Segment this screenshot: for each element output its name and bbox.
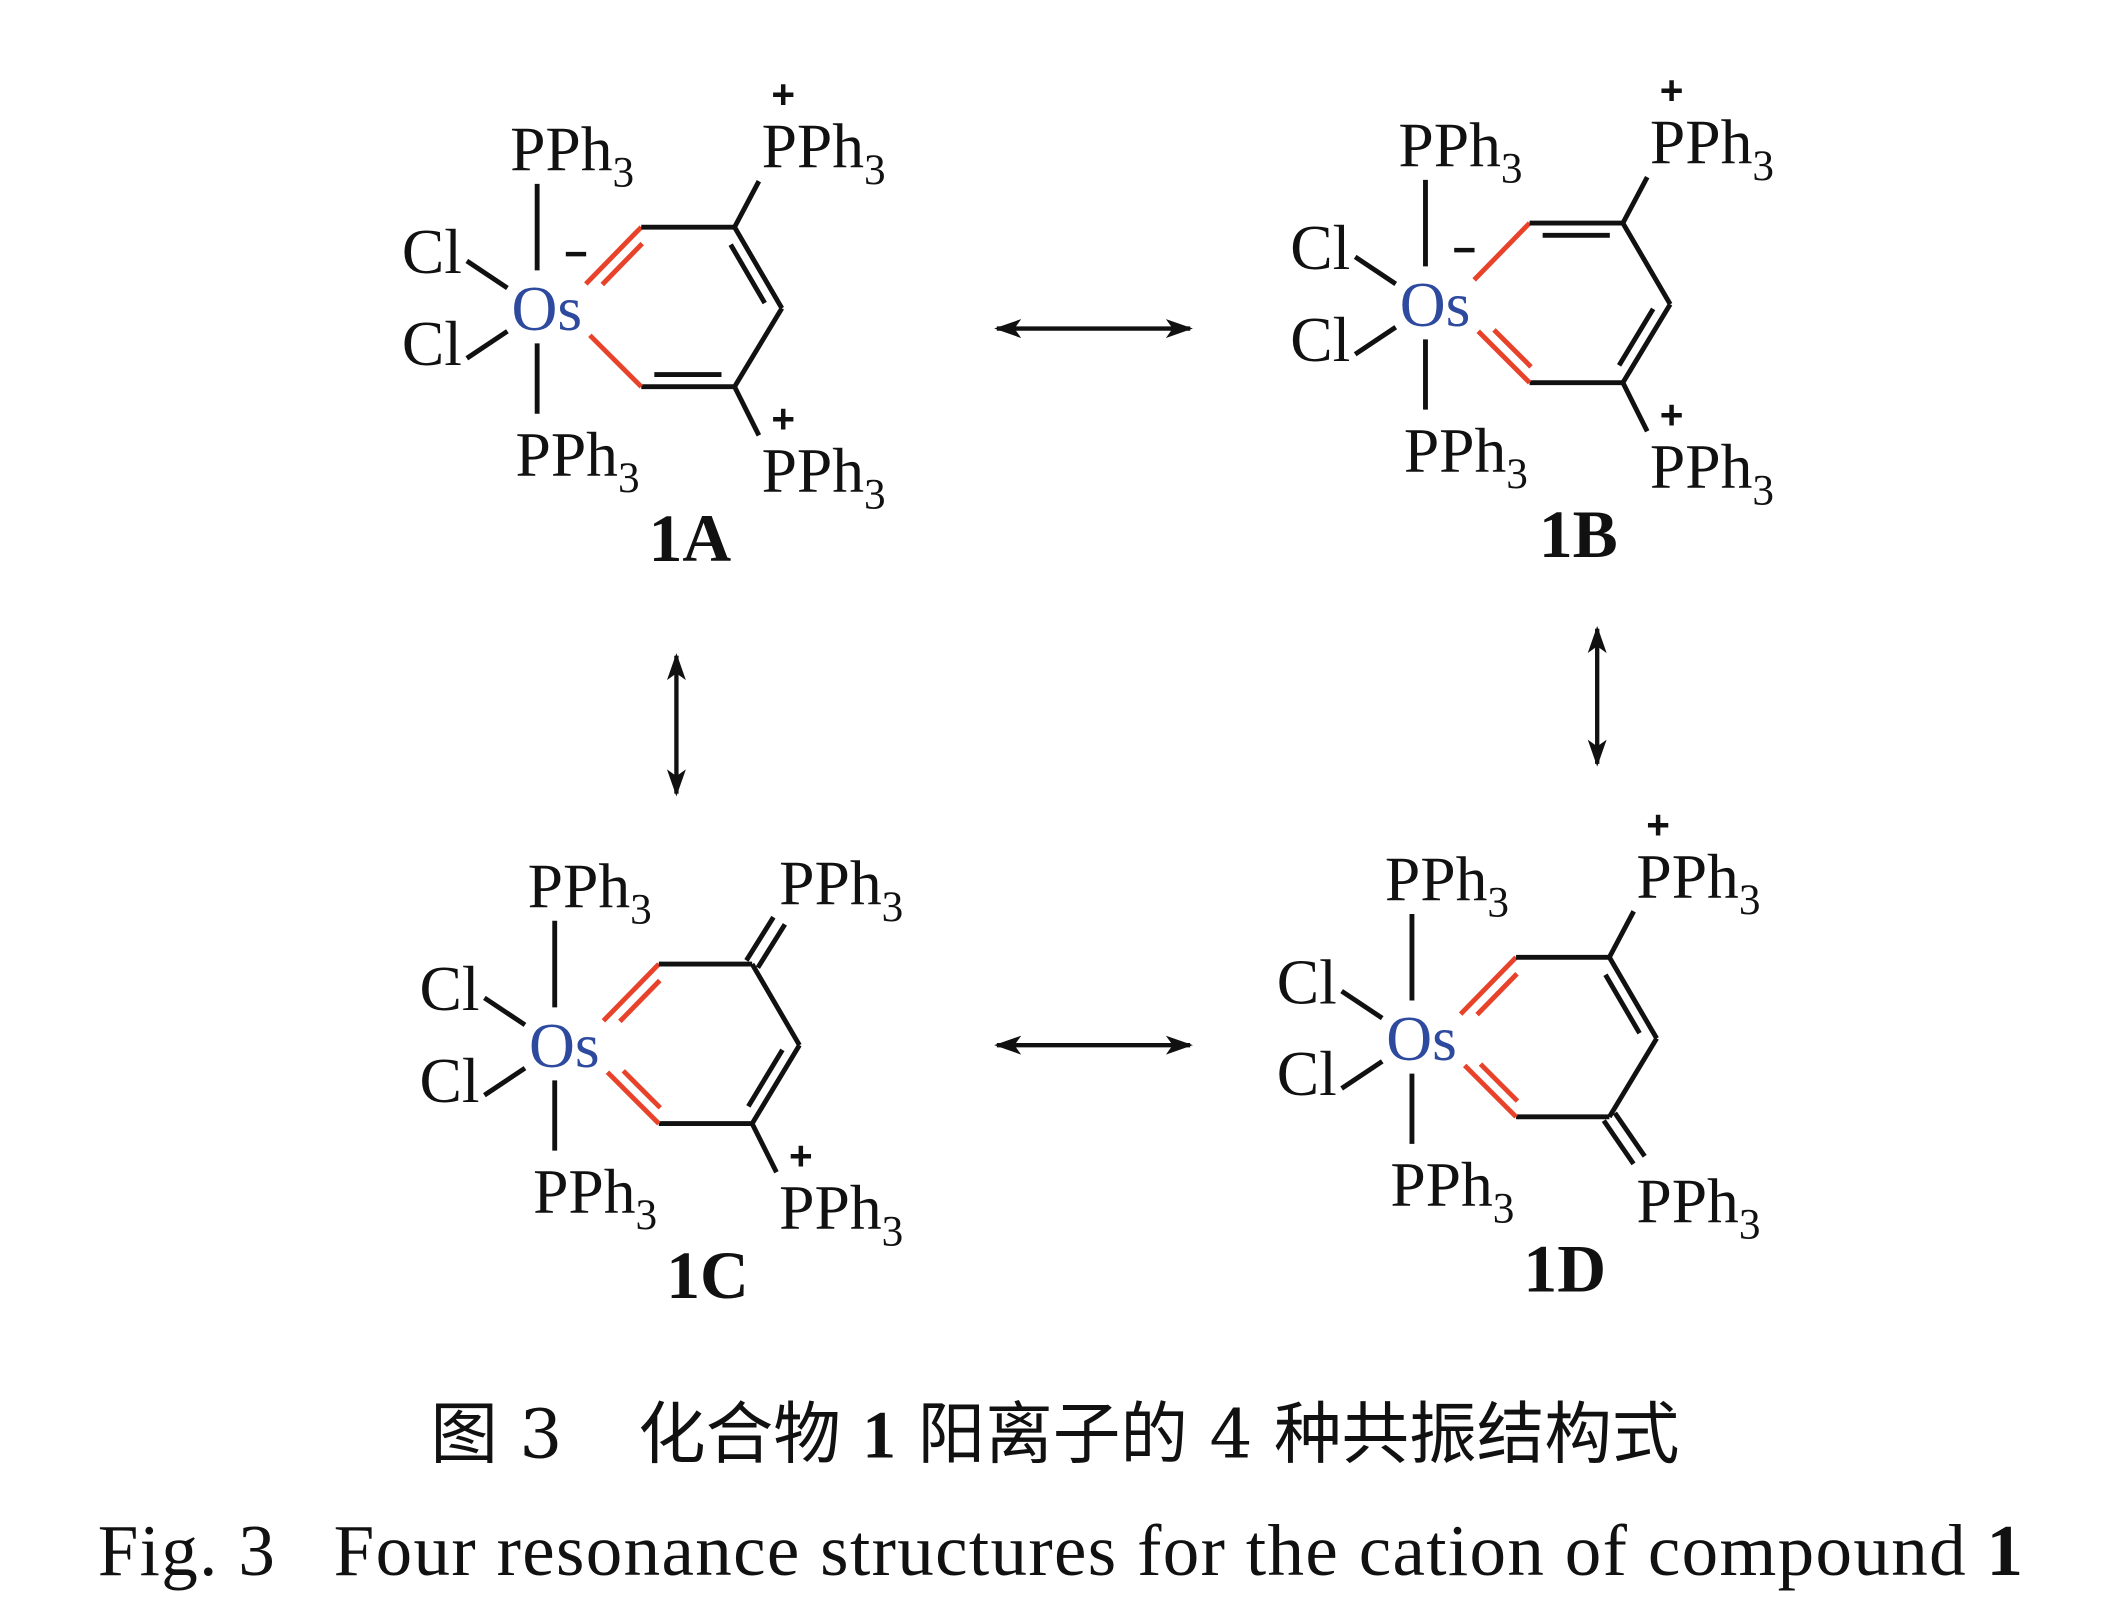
ring-bond [588,333,643,389]
ring-bond [1458,955,1518,1016]
substituent-bond [749,1122,779,1174]
top-phosphonium: PPh3 [762,111,886,194]
cl-bond [465,329,509,361]
chloride-lower: Cl [1277,1038,1337,1109]
bottom-phosphonium: PPh3 [1650,431,1774,514]
chloride-upper: Cl [1277,946,1337,1017]
positive-charge: + [771,71,795,117]
metal-osmium: Os [1400,269,1471,340]
caption-zh-text-2: 阳离子的 4 种共振结构式 [918,1395,1680,1474]
bottom-phosphonium: PPh3 [779,1172,903,1255]
ring-bond [1462,1063,1518,1119]
ring-bond [1607,1037,1659,1119]
chloride-lower: Cl [1290,304,1350,375]
metal-osmium: Os [1386,1003,1457,1074]
structure-label: 1C [666,1238,749,1313]
caption-en-bold: 1 [1987,1510,2025,1591]
metal-osmium: Os [529,1010,600,1081]
positive-charge: + [771,396,795,442]
ring-bond-double [1475,972,1519,1017]
exo-double-bond [1612,1111,1647,1158]
axial-ligand-bottom: PPh3 [516,419,640,502]
ring-bond [601,962,661,1023]
exo-double-bond [744,915,776,962]
exo-double-bond [1601,1119,1636,1166]
axial-ligand-top: PPh3 [528,850,652,933]
chloride-upper: Cl [420,953,480,1024]
ring-bond-double [618,978,662,1024]
axial-ligand-top: PPh3 [1385,843,1509,926]
positive-charge: + [1660,392,1684,438]
substituent-bond [732,385,762,437]
chloride-lower: Cl [420,1045,480,1116]
top-phosphonium: PPh3 [779,848,903,931]
ring-bond [750,1043,802,1125]
resonance-arrows [666,319,1607,1055]
axial-ligand-bottom: PPh3 [1390,1149,1514,1232]
axial-ligand-bottom: PPh3 [1404,415,1528,498]
ring-bond-double [1478,1062,1520,1103]
axial-ligand-top: PPh3 [510,113,634,196]
cl-bond [1353,325,1398,357]
cl-bond [1340,1059,1384,1091]
substituent-bond [1620,175,1650,225]
caption-zh-prefix: 图 3 [430,1395,562,1474]
ring-bond [1472,221,1532,282]
bottom-phosphonium: PPh3 [762,435,886,518]
top-phosphonium: PPh3 [1650,107,1774,190]
caption-zh-bold: 1 [862,1398,896,1473]
structure-label: 1B [1539,497,1618,572]
ring-bond [732,307,784,388]
substituent-bond [1620,381,1650,433]
bottom-phosphonium: PPh3 [1636,1165,1760,1248]
caption-en-prefix: Fig. 3 [98,1510,277,1591]
ring-bond [1620,221,1673,306]
substituent-bond [732,180,762,229]
substituent-bond [1607,910,1636,959]
cl-bond [465,258,509,291]
ring-bond [605,1070,661,1126]
positive-charge: + [1660,67,1684,113]
ring-bond-double [1492,328,1533,369]
ring-bond-double [621,1069,662,1110]
metal-osmium: Os [511,273,582,344]
exo-double-bond [755,923,787,969]
ring-bond-double [1603,973,1642,1035]
structure-label: 1A [649,501,732,576]
caption-chinese: 图 3 化合物 1 阳离子的 4 种共振结构式 [430,1395,1679,1474]
chloride-upper: Cl [1290,212,1350,283]
chloride-lower: Cl [402,308,462,379]
structure-label: 1D [1523,1231,1606,1306]
ring-bond [750,962,802,1047]
axial-ligand-top: PPh3 [1398,109,1522,192]
negative-charge: − [564,231,588,277]
top-phosphonium: PPh3 [1636,841,1760,924]
positive-charge: + [789,1133,813,1179]
cl-bond [1353,254,1398,286]
axial-ligand-bottom: PPh3 [533,1156,657,1239]
positive-charge: + [1646,801,1670,847]
ring-bond-double [746,1048,785,1108]
caption-zh-text-1: 化合物 [638,1395,841,1474]
caption-english: Fig. 3 Four resonance structures for the… [98,1510,2025,1591]
chloride-upper: Cl [402,216,462,287]
ring-bond [1476,329,1532,385]
cl-bond [483,1066,527,1098]
ring-bond-double [1617,307,1656,367]
ring-bond [1620,302,1673,384]
cl-bond [483,995,527,1027]
ring-bond-double [728,243,767,305]
cl-bond [1340,989,1384,1021]
caption-en-text: Four resonance structures for the cation… [334,1510,1967,1591]
ring-bond [584,225,643,286]
ring-bond [1607,956,1659,1040]
ring-bond-double [600,241,644,287]
negative-charge: − [1453,227,1477,273]
ring-bond [732,225,784,310]
